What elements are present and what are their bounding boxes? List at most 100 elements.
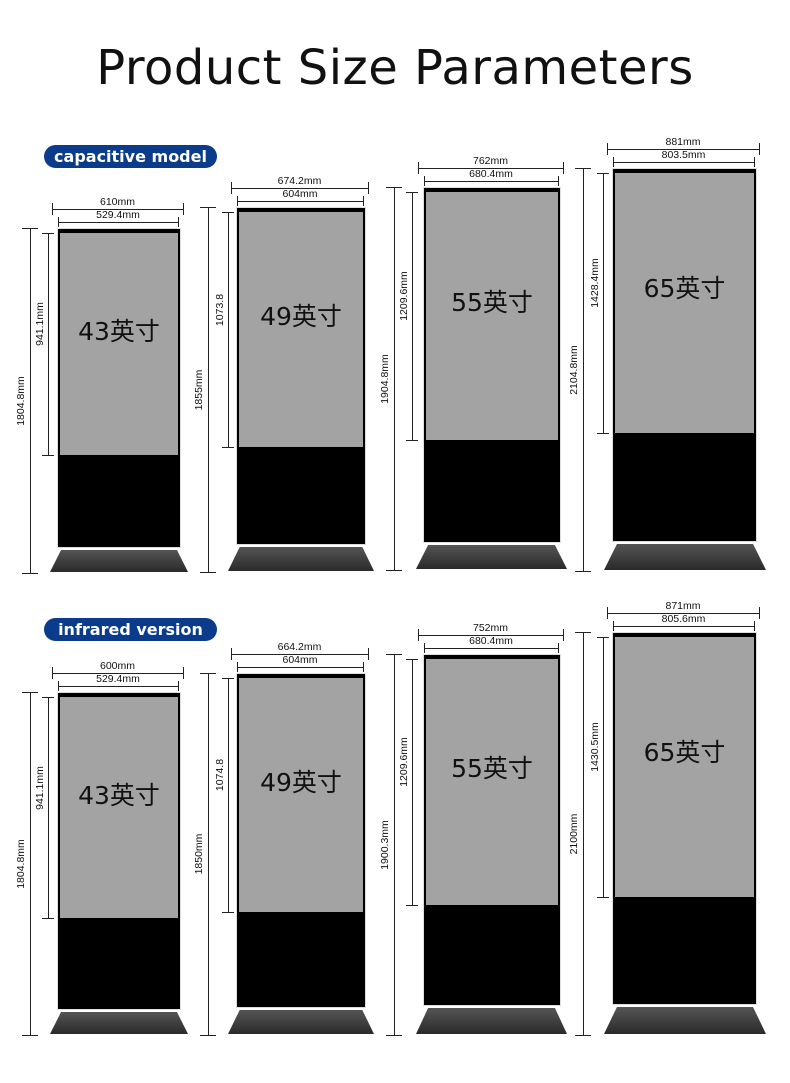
dimension-tick [759,607,760,619]
dimension-tick [222,678,234,679]
screen-height-label: 1430.5mm [589,722,601,772]
dimension-tick [42,233,54,234]
screen-height-line [228,212,229,447]
screen-height-label: 1074.8 [214,758,226,792]
outer-width-line [231,654,368,655]
dimension-tick [406,905,418,906]
outer-width-label: 871mm [665,600,701,612]
screen-height-line [603,637,604,897]
dimension-tick [607,607,608,619]
kiosk-screen [426,659,558,905]
height-line [208,207,209,572]
screen-size-label: 49英寸 [260,302,342,331]
screen-height-line [603,173,604,433]
screen-width-label: 805.6mm [661,613,706,625]
dimension-tick [42,455,54,456]
dimension-tick [22,1035,38,1036]
dimension-tick [42,918,54,919]
outer-width-label: 664.2mm [277,641,322,653]
height-label: 1904.8mm [379,353,391,404]
height-label: 1804.8mm [15,838,27,889]
dimension-tick [575,571,591,572]
dimension-tick [183,667,184,679]
outer-width-label: 600mm [99,660,136,672]
kiosk-base [228,1010,374,1034]
dimension-tick [597,897,609,898]
outer-width-label: 881mm [665,136,701,148]
kiosk-base [50,550,188,572]
screen-width-line [613,162,754,163]
screen-width-label: 529.4mm [96,209,140,221]
kiosk-base [50,1012,188,1034]
screen-width-line [424,648,558,649]
kiosk-base [416,545,567,569]
dimension-tick [597,173,609,174]
height-line [208,673,209,1035]
screen-height-line [412,192,413,440]
kiosk-base [604,1007,766,1034]
height-label: 1900.3mm [379,819,391,870]
dimension-tick [607,143,608,155]
dimension-tick [613,621,614,631]
screen-height-line [48,233,49,455]
height-line [30,692,31,1035]
dimension-tick [754,157,755,167]
dimension-tick [424,176,425,186]
screen-size-label: 55英寸 [451,753,533,783]
screen-width-line [237,667,363,668]
screen-width-line [613,626,754,627]
dimension-tick [406,659,418,660]
dimension-tick [231,648,232,660]
dimension-tick [222,212,234,213]
kiosk-base [416,1008,567,1034]
dimension-tick [368,648,369,660]
outer-width-line [52,673,183,674]
dimension-tick [200,673,216,674]
height-line [583,632,584,1035]
screen-height-line [48,697,49,918]
dimension-tick [424,643,425,653]
screen-height-label: 1073.8 [214,293,226,326]
height-label: 1804.8mm [15,375,27,426]
screen-size-label: 49英寸 [260,767,342,797]
screen-width-line [424,181,558,182]
outer-width-line [607,613,759,614]
dimension-tick [200,572,216,573]
dimension-tick [222,447,234,448]
dimension-tick [575,168,591,169]
screen-width-label: 604mm [282,654,318,666]
screen-height-line [228,678,229,912]
dimension-tick [613,157,614,167]
dimension-tick [222,912,234,913]
outer-width-line [52,209,183,210]
dimension-tick [558,176,559,186]
dimension-tick [386,187,402,188]
dimension-tick [58,217,59,227]
dimension-tick [558,643,559,653]
dimension-tick [22,573,38,574]
dimension-tick [178,681,179,691]
height-label: 2100mm [568,813,580,854]
outer-width-line [418,635,563,636]
screen-width-label: 680.4mm [469,635,513,647]
screen-size-label: 43英寸 [78,780,160,810]
dimension-tick [754,621,755,631]
infrared-version-badge: infrared version [44,618,217,641]
dimension-tick [237,196,238,206]
dimension-tick [386,1035,402,1036]
dimension-tick [759,143,760,155]
dimension-tick [386,570,402,571]
kiosk-screen [60,697,178,918]
dimension-tick [200,1035,216,1036]
dimension-tick [368,182,369,194]
screen-height-label: 1428.4mm [589,258,601,308]
dimension-tick [575,1035,591,1036]
outer-width-line [418,168,563,169]
outer-width-line [607,149,759,150]
capacitive-model-badge: capacitive model [44,145,217,168]
outer-width-line [231,188,368,189]
dimension-tick [406,192,418,193]
screen-width-line [58,686,178,687]
screen-height-line [412,659,413,905]
dimension-tick [386,654,402,655]
